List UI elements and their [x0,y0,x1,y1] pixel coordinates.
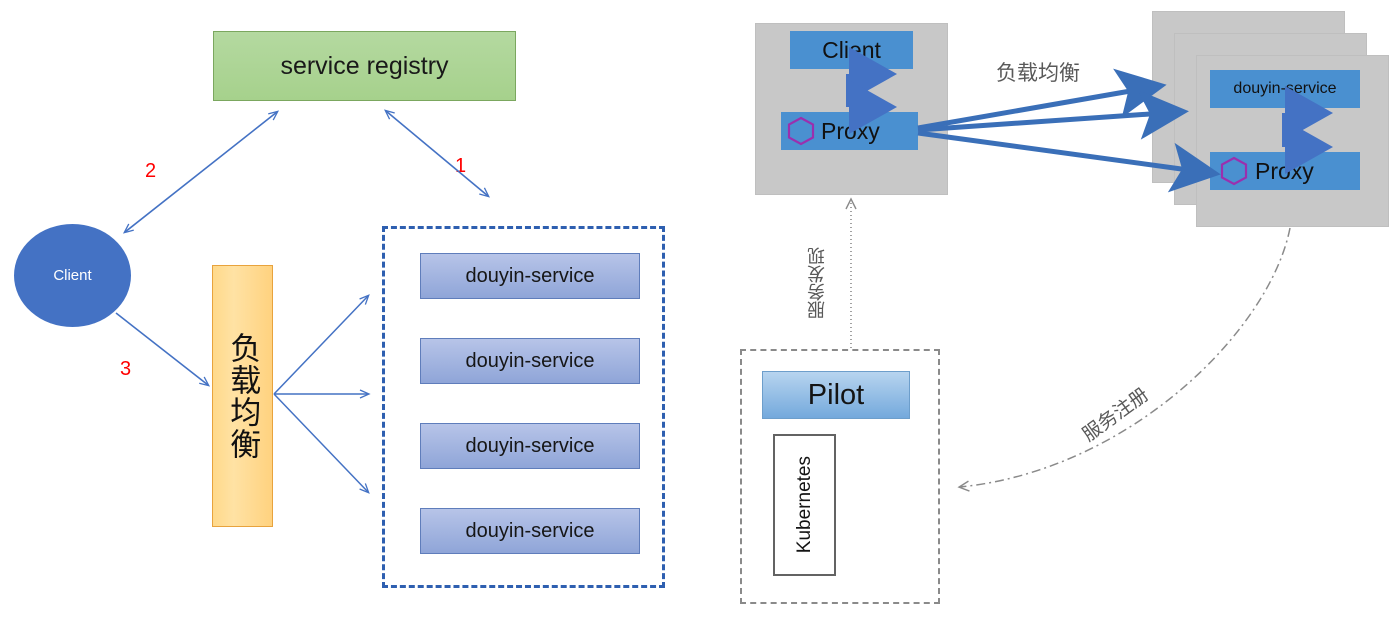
mesh-douyin-service-label: douyin-service [1233,80,1337,97]
service-registration-edge-label: 服务注册 [1078,384,1153,447]
service-instance-group [382,226,665,588]
step-number-3: 3 [120,358,132,380]
pilot-box: Pilot [762,371,910,419]
hexagon-icon [1220,156,1248,186]
mesh-client-proxy-box: Proxy [781,112,918,150]
client-label: Client [53,267,92,284]
client-node: Client [14,224,131,327]
service-registry-label: service registry [280,51,449,80]
load-balancer-box: 负载均衡 [212,265,273,527]
douyin-service-label: douyin-service [465,434,595,457]
mesh-service-proxy-label: Proxy [1255,157,1314,184]
pilot-label: Pilot [807,378,865,411]
kubernetes-box: Kubernetes [773,434,836,576]
mesh-client-label: Client [822,36,881,63]
mesh-douyin-service-box: douyin-service [1210,70,1360,108]
edge-lb-fanout-bottom [273,393,370,494]
edge-service-registration [957,227,1291,492]
douyin-service-instance-2: douyin-service [420,338,640,384]
kubernetes-label: Kubernetes [793,456,815,554]
step-number-2: 2 [145,160,157,182]
step-number-1: 1 [455,155,467,177]
hexagon-icon [787,116,815,146]
edge-proxy-to-replica-3 [917,68,1167,131]
edge-proxy-to-replica-2 [917,89,1189,140]
service-registry-box: service registry [213,31,516,101]
douyin-service-instance-1: douyin-service [420,253,640,299]
edge-lb-fanout-top [273,294,370,395]
load-balancer-label: 负载均衡 [225,332,261,460]
mesh-client-box: Client [790,31,913,69]
load-balancing-edge-label: 负载均衡 [996,62,1080,85]
douyin-service-label: douyin-service [465,519,595,542]
control-plane-group [740,349,940,604]
mesh-client-proxy-label: Proxy [821,117,880,144]
mesh-service-proxy-box: Proxy [1210,152,1360,190]
service-discovery-edge-label: 服务发现 [807,247,827,319]
douyin-service-instance-3: douyin-service [420,423,640,469]
douyin-service-label: douyin-service [465,349,595,372]
douyin-service-instance-4: douyin-service [420,508,640,554]
edge-registry-to-services [384,109,490,198]
douyin-service-label: douyin-service [465,264,595,287]
